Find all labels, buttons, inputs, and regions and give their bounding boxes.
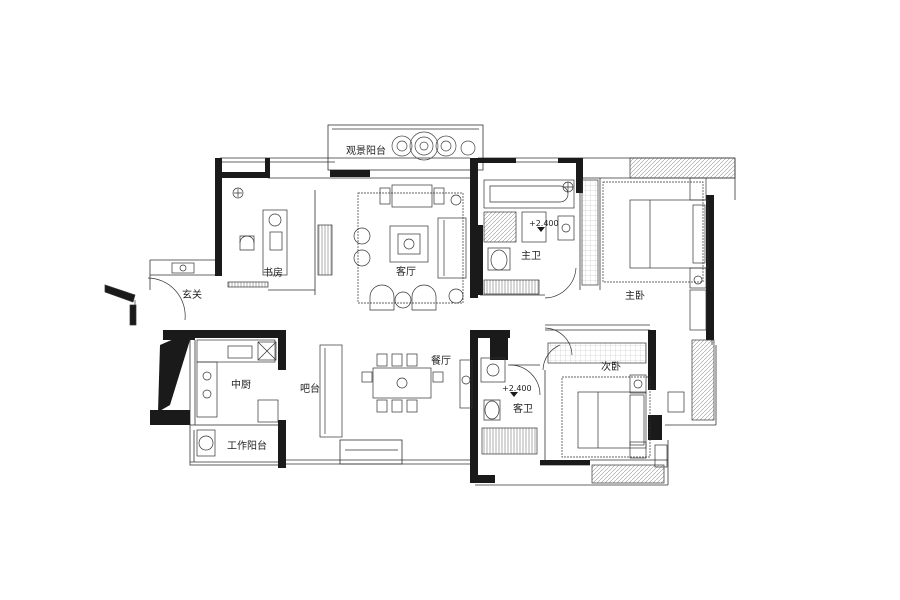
thin-walls [149, 124, 736, 486]
label-dining: 餐厅 [431, 356, 451, 367]
entrance-cabinet [171, 262, 195, 274]
master-bed-furniture [581, 157, 736, 421]
master-bath-fixtures [483, 179, 575, 295]
level-markers [510, 227, 545, 397]
label-master-bed: 主卧 [625, 291, 645, 302]
label-kitchen: 中厨 [231, 380, 251, 391]
kitchen-fixtures [196, 339, 279, 457]
level-guest-bath: +2.400 [502, 384, 532, 393]
balcony-plants [391, 131, 476, 161]
label-bar: 吧台 [300, 384, 320, 395]
study-furniture [227, 187, 288, 288]
label-view-balcony: 观景阳台 [346, 146, 386, 157]
dining-furniture [361, 353, 473, 413]
label-work-balcony: 工作阳台 [227, 441, 267, 452]
second-bed-furniture [547, 342, 668, 484]
bar-counter [319, 344, 343, 438]
label-master-bath: 主卫 [521, 251, 541, 262]
level-master-bath: +2.400 [529, 219, 559, 228]
label-second-bed: 次卧 [601, 362, 621, 373]
label-entrance: 玄关 [182, 290, 202, 301]
living-furniture [317, 184, 467, 311]
guest-bath-fixtures [480, 357, 538, 455]
label-guest-bath: 客卫 [513, 404, 533, 415]
label-study: 书房 [263, 268, 283, 279]
structural-walls [150, 158, 714, 483]
label-living: 客厅 [396, 267, 416, 278]
